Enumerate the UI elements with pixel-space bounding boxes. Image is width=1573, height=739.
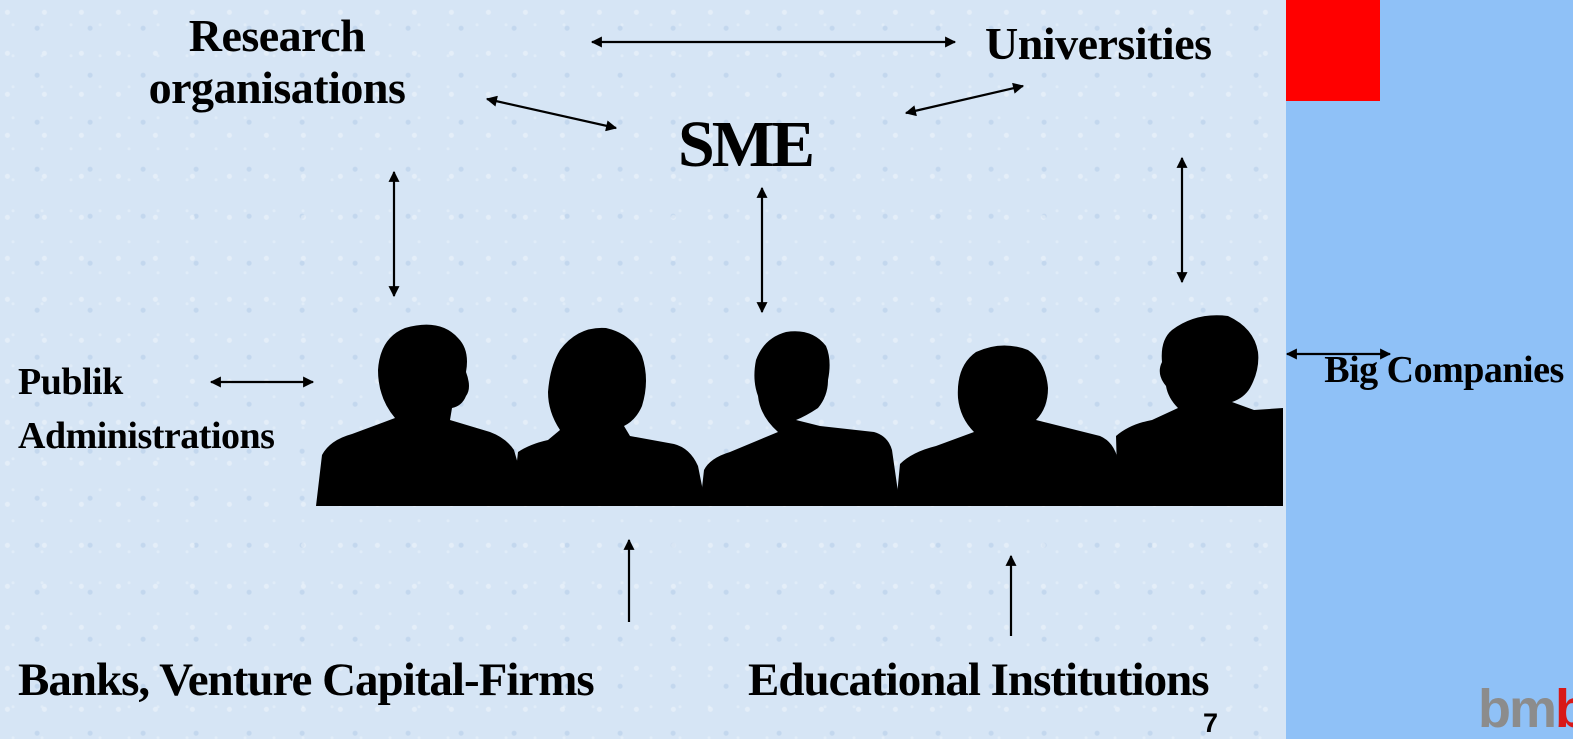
label-research-organisations: Research organisations bbox=[148, 10, 406, 113]
label-educational-institutions: Educational Institutions bbox=[748, 654, 1210, 706]
person-silhouette bbox=[1116, 315, 1283, 506]
page-number: 7 bbox=[1203, 708, 1218, 738]
label-universities: Universities bbox=[985, 18, 1212, 69]
sidebar-panel bbox=[1286, 0, 1573, 739]
relationship-arrows bbox=[209, 36, 1392, 636]
arrow-research-sme bbox=[485, 95, 618, 132]
label-big-companies: Big Companies bbox=[1324, 349, 1564, 391]
person-silhouette bbox=[512, 327, 706, 506]
label-banks-venture-capital: Banks, Venture Capital-Firms bbox=[18, 654, 595, 706]
logo-part-bf: b+f bbox=[1555, 679, 1573, 739]
business-people-silhouettes bbox=[316, 315, 1283, 506]
person-silhouette bbox=[896, 345, 1124, 506]
bmbf-logo: bmb+f bbox=[1478, 682, 1573, 736]
arrow-universities-sme bbox=[904, 82, 1025, 117]
logo-part-bm: bm bbox=[1478, 679, 1557, 739]
person-silhouette bbox=[700, 331, 900, 506]
red-accent-block bbox=[1286, 0, 1380, 101]
person-silhouette bbox=[316, 324, 530, 506]
label-sme: SME bbox=[678, 108, 815, 181]
label-public-administrations: Publik Administrations bbox=[18, 361, 275, 457]
